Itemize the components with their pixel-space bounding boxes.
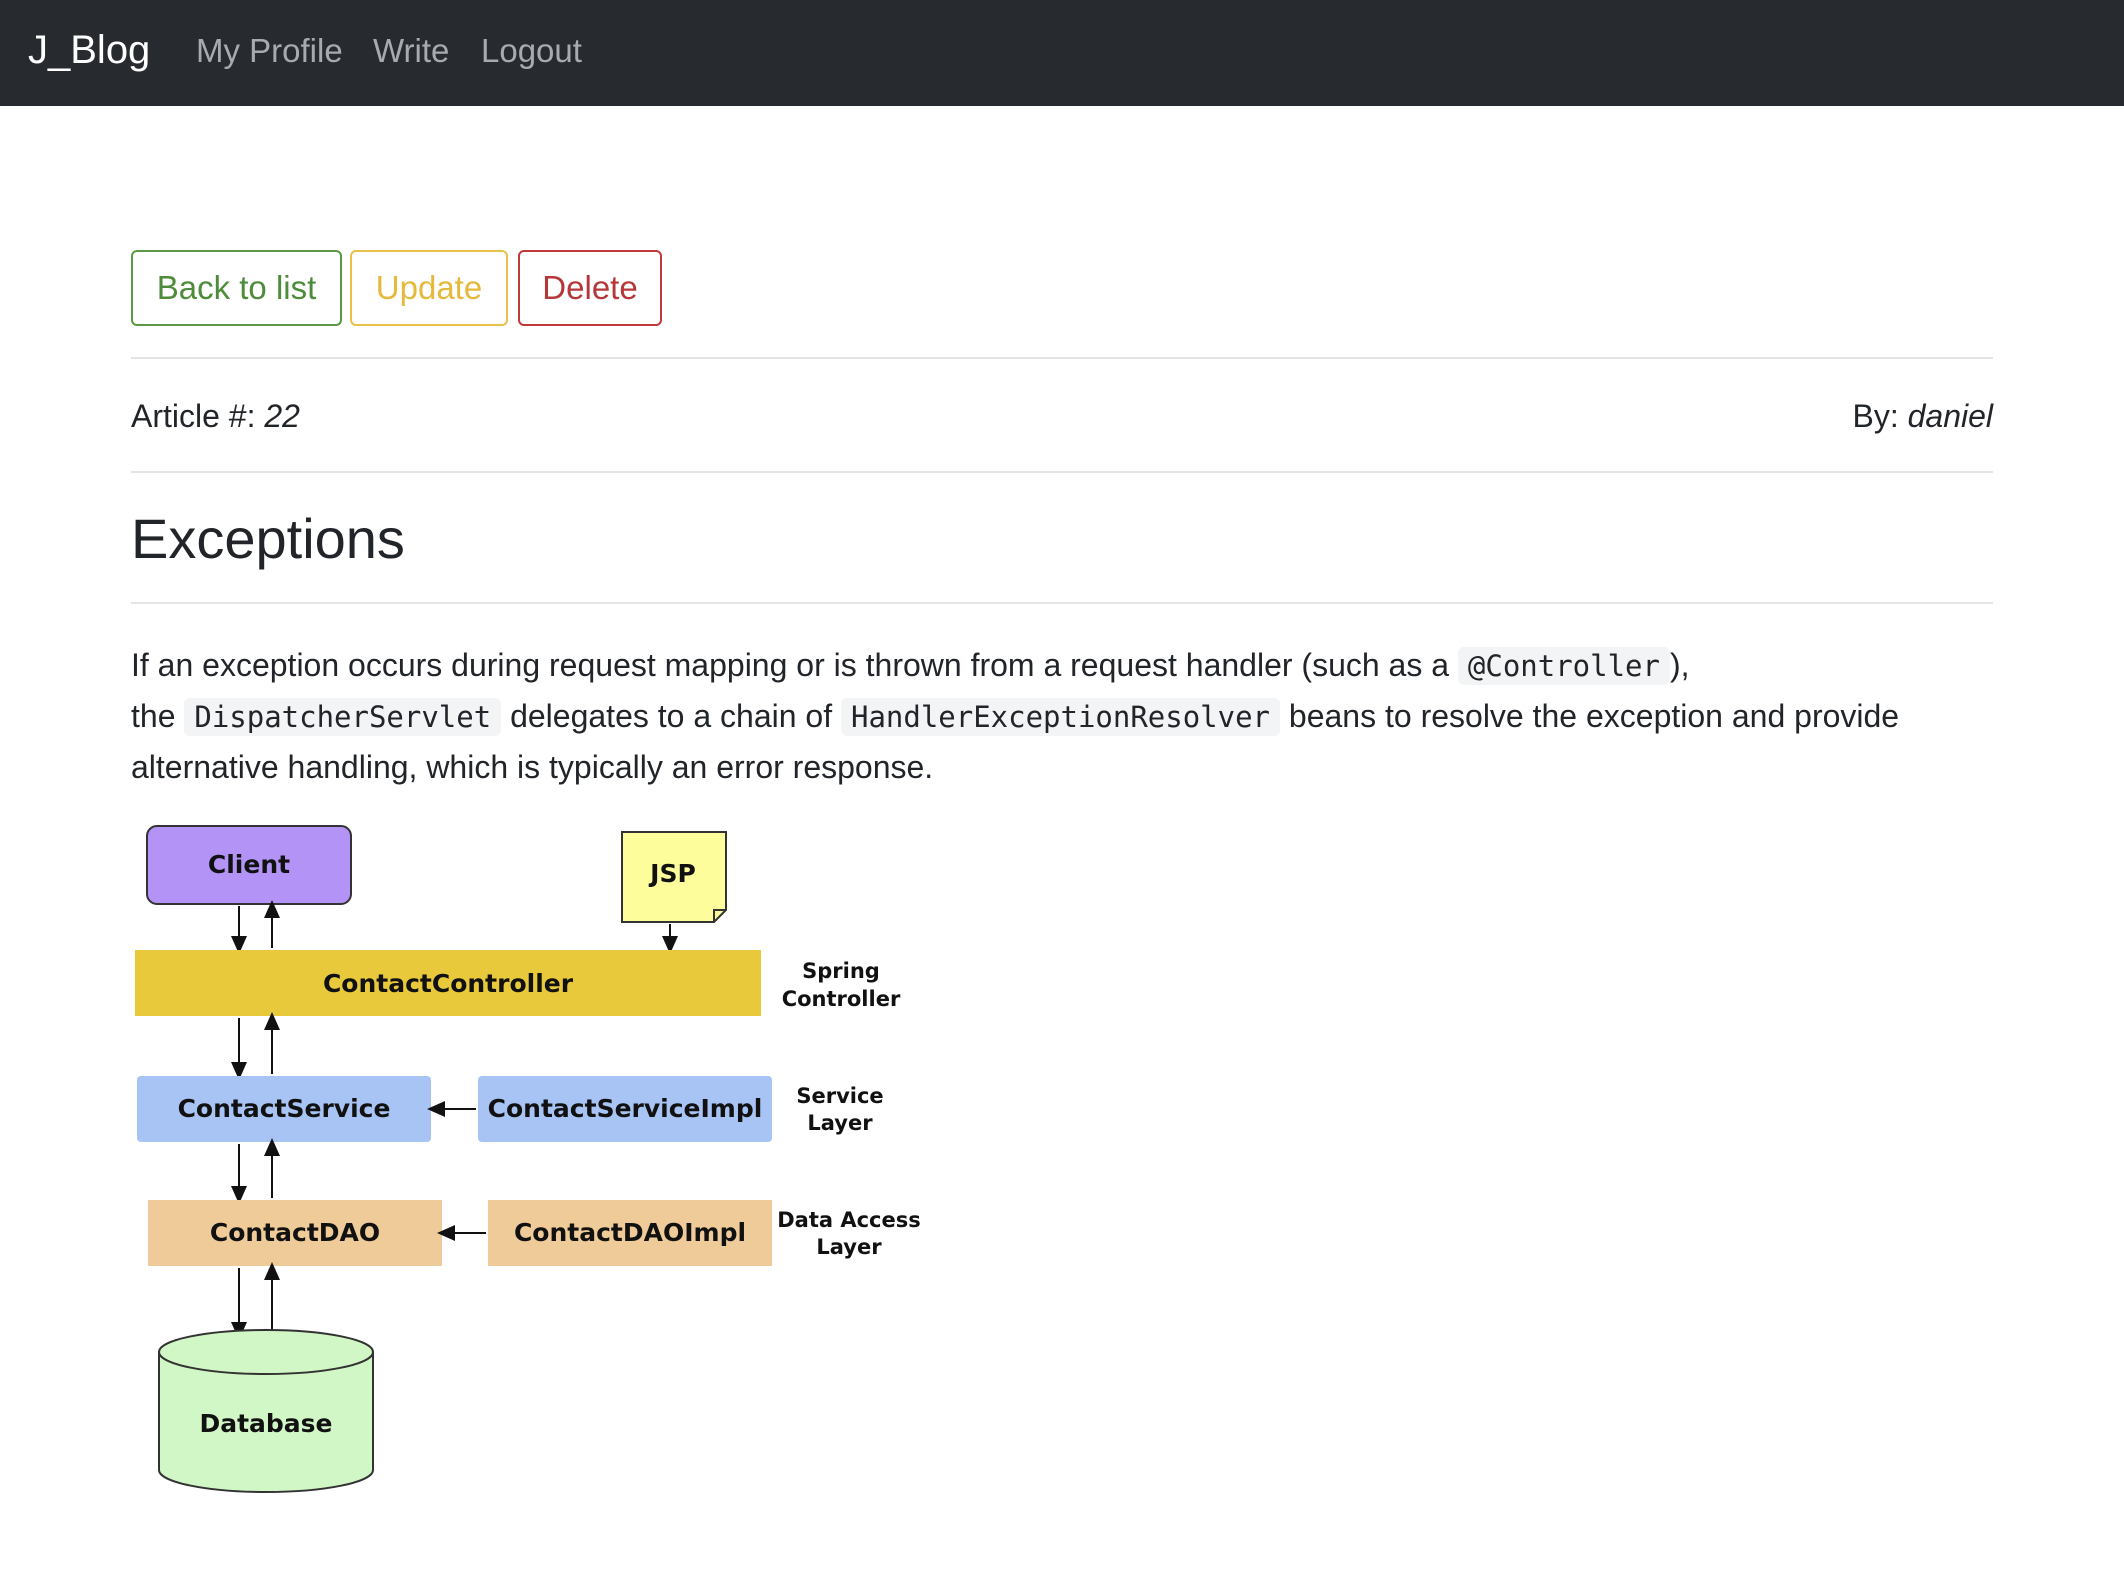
layer-label-spring: Spring [802,959,880,983]
author-label: By: [1852,398,1899,434]
article-title: Exceptions [131,507,405,570]
jsp-label: JSP [648,859,696,888]
body-text: the [131,698,185,734]
body-text: beans to resolve the exception and provi… [1280,698,1900,734]
controller-box [135,950,761,1016]
service-box [137,1076,431,1142]
brand-logo[interactable]: J_Blog [28,28,151,72]
database-top [158,1329,374,1375]
layer-label-service-layer: Layer [807,1111,873,1135]
service-label: ContactService [178,1094,391,1123]
service-impl-label: ContactServiceImpl [488,1094,763,1123]
top-navbar: J_Blog My Profile Write Logout [0,0,2124,106]
article-number-value: 22 [264,398,300,434]
code-dispatcher-servlet: DispatcherServlet [184,698,502,736]
divider [131,471,1993,473]
code-handler-exception-resolver: HandlerExceptionResolver [840,698,1281,736]
divider [131,602,1993,604]
layer-label-controller: Controller [782,987,901,1011]
dao-label: ContactDAO [210,1218,380,1247]
back-to-list-button[interactable]: Back to list [131,250,342,326]
article-number-label: Article #: [131,398,256,434]
code-controller: @Controller [1457,647,1670,685]
article-body: If an exception occurs during request ma… [131,640,1993,792]
author-name: daniel [1907,398,1993,434]
client-box [146,825,352,905]
service-impl-box [478,1076,772,1142]
layer-label-data-access: Data Access [777,1208,921,1232]
divider [131,357,1993,359]
nav-my-profile[interactable]: My Profile [196,32,343,69]
layer-label-data-layer: Layer [816,1235,882,1259]
jsp-note [621,831,727,923]
dao-impl-label: ContactDAOImpl [514,1218,746,1247]
dao-impl-box [488,1200,772,1266]
client-label: Client [208,850,290,879]
database-label: Database [199,1409,332,1438]
dao-box [148,1200,442,1266]
database-cylinder [158,1351,374,1493]
update-button[interactable]: Update [350,250,508,326]
delete-button[interactable]: Delete [518,250,662,326]
nav-write[interactable]: Write [373,32,450,69]
nav-logout[interactable]: Logout [481,32,582,69]
controller-label: ContactController [323,969,574,998]
architecture-diagram: Client JSP ContactController Spring Cont… [135,825,921,1493]
body-text: If an exception occurs during request ma… [131,647,1458,683]
article-number: Article #: 22 [131,396,300,436]
body-text: alternative handling, which is typically… [131,749,934,785]
body-text: delegates to a chain of [501,698,841,734]
article-author: By: daniel [1852,396,1993,436]
body-text: ), [1669,647,1690,683]
layer-label-service: Service [796,1084,883,1108]
